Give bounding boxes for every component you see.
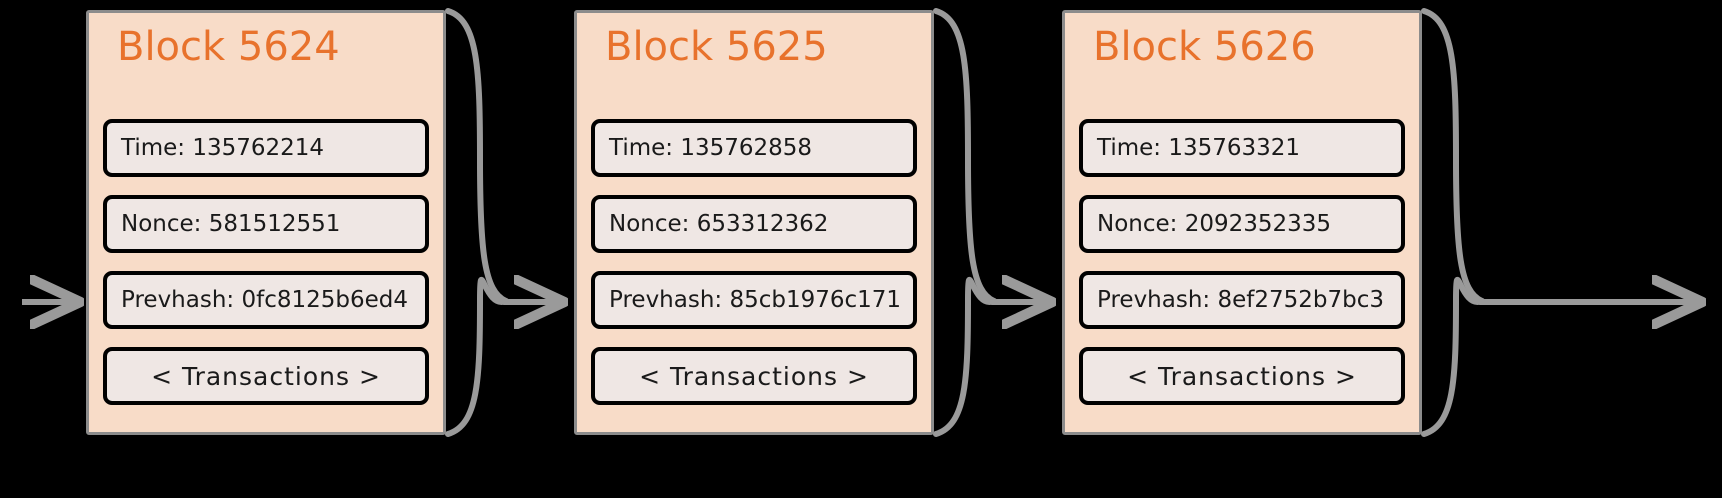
block-fields: Time: 135762214 Nonce: 581512551 Prevhas… bbox=[103, 119, 429, 423]
field-time: Time: 135762214 bbox=[103, 119, 429, 177]
block-title: Block 5626 bbox=[1093, 24, 1316, 70]
field-transactions[interactable]: < Transactions > bbox=[103, 347, 429, 405]
field-time: Time: 135762858 bbox=[591, 119, 917, 177]
block-card-5626[interactable]: Block 5626 Time: 135763321 Nonce: 209235… bbox=[1062, 10, 1422, 435]
block-fields: Time: 135763321 Nonce: 2092352335 Prevha… bbox=[1079, 119, 1405, 423]
block-title: Block 5624 bbox=[117, 24, 340, 70]
field-nonce: Nonce: 653312362 bbox=[591, 195, 917, 253]
block-fields: Time: 135762858 Nonce: 653312362 Prevhas… bbox=[591, 119, 917, 423]
field-nonce: Nonce: 581512551 bbox=[103, 195, 429, 253]
field-prevhash: Prevhash: 0fc8125b6ed4 bbox=[103, 271, 429, 329]
field-prevhash: Prevhash: 85cb1976c171 bbox=[591, 271, 917, 329]
field-time: Time: 135763321 bbox=[1079, 119, 1405, 177]
field-nonce: Nonce: 2092352335 bbox=[1079, 195, 1405, 253]
block-card-5625[interactable]: Block 5625 Time: 135762858 Nonce: 653312… bbox=[574, 10, 934, 435]
block-card-5624[interactable]: Block 5624 Time: 135762214 Nonce: 581512… bbox=[86, 10, 446, 435]
block-title: Block 5625 bbox=[605, 24, 828, 70]
field-prevhash: Prevhash: 8ef2752b7bc3 bbox=[1079, 271, 1405, 329]
field-transactions[interactable]: < Transactions > bbox=[591, 347, 917, 405]
field-transactions[interactable]: < Transactions > bbox=[1079, 347, 1405, 405]
